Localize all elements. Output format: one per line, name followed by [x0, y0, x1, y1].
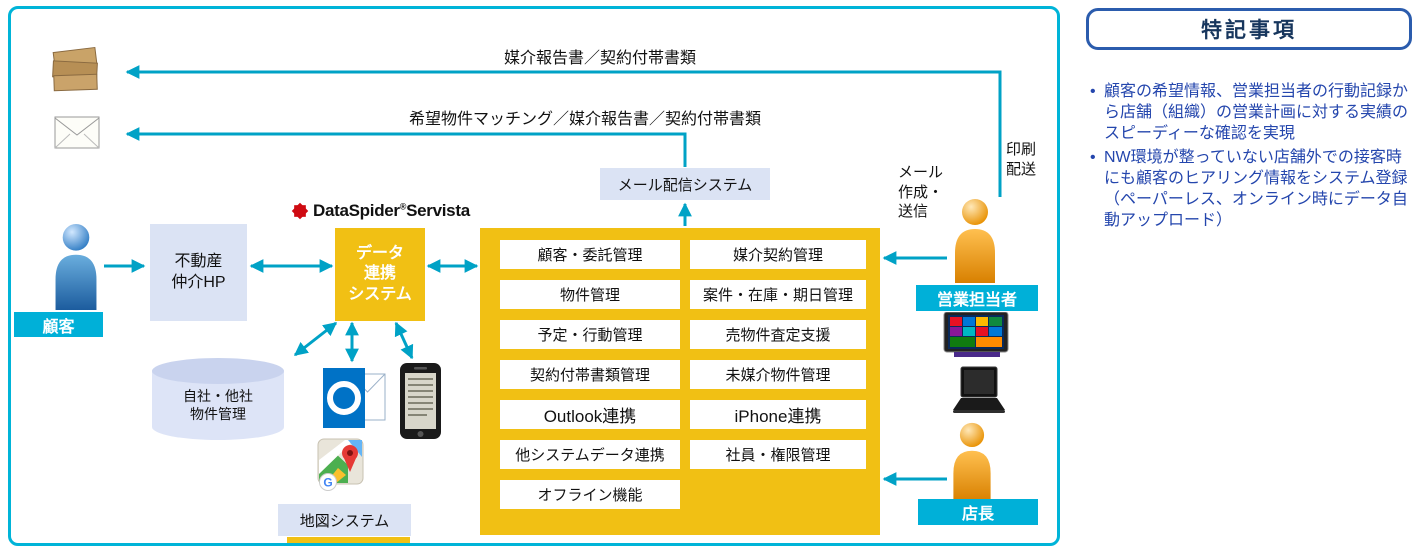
feature-box: オフライン機能 — [500, 480, 680, 509]
mail-delivery-system-box: メール配信システム — [600, 168, 770, 200]
svg-text:G: G — [323, 476, 332, 490]
main-frame — [8, 6, 1060, 546]
property-db-label: 自社・他社 物件管理 — [183, 388, 253, 423]
laptop-icon — [952, 366, 1006, 414]
partial-gold-box — [287, 537, 410, 543]
realestate-hp-box: 不動産 仲介HP — [150, 224, 247, 321]
customer-label: 顧客 — [14, 312, 103, 337]
print-doc-flow-label: 媒介報告書／契約付帯書類 — [503, 50, 696, 67]
store-manager-label: 店長 — [918, 499, 1038, 525]
sales-rep-person-icon — [952, 197, 998, 283]
mail-doc-flow-label: 希望物件マッチング／媒介報告書／契約付帯書類 — [408, 111, 761, 128]
notes-list: 顧客の希望情報、営業担当者の行動記録から店舗（組織）の営業計画に対する実績のスピ… — [1088, 82, 1414, 236]
mail-compose-label: メール 作成・ 送信 — [898, 164, 944, 220]
feature-box: 売物件査定支援 — [690, 320, 866, 349]
data-link-system-box: データ 連携 システム — [335, 228, 425, 321]
google-maps-icon: G — [317, 438, 364, 496]
note-item: NW環境が整っていない店舗外での接客時にも顧客のヒアリング情報をシステム登録（ペ… — [1088, 148, 1414, 231]
tablet-icon — [942, 311, 1012, 358]
outlook-icon — [322, 364, 388, 434]
feature-box: iPhone連携 — [690, 400, 866, 429]
feature-box: 媒介契約管理 — [690, 240, 866, 269]
dataspider-logo-text: DataSpider®Servista — [313, 201, 470, 220]
feature-box: 未媒介物件管理 — [690, 360, 866, 389]
note-item: 顧客の希望情報、営業担当者の行動記録から店舗（組織）の営業計画に対する実績のスピ… — [1088, 82, 1414, 144]
print-delivery-label: 印刷 配送 — [1006, 141, 1037, 178]
dataspider-star-icon — [291, 202, 309, 220]
property-db-cylinder: 自社・他社 物件管理 — [151, 357, 285, 441]
feature-box: 予定・行動管理 — [500, 320, 680, 349]
feature-box: 社員・権限管理 — [690, 440, 866, 469]
notes-title: 特記事項 — [1086, 8, 1412, 50]
feature-box: 物件管理 — [500, 280, 680, 309]
store-manager-person-icon — [950, 421, 994, 501]
smartphone-icon — [397, 362, 444, 440]
sales-rep-label: 営業担当者 — [916, 285, 1038, 311]
feature-box: 顧客・委託管理 — [500, 240, 680, 269]
feature-box: Outlook連携 — [500, 400, 680, 429]
feature-box: 契約付帯書類管理 — [500, 360, 680, 389]
feature-box: 案件・在庫・期日管理 — [690, 280, 866, 309]
map-system-box: 地図システム — [278, 504, 411, 536]
customer-person-icon — [50, 222, 102, 310]
feature-box: 他システムデータ連携 — [500, 440, 680, 469]
dataspider-logo: DataSpider®Servista — [290, 201, 470, 221]
documents-envelope-icon — [50, 46, 100, 94]
mail-envelope-icon — [54, 116, 100, 150]
